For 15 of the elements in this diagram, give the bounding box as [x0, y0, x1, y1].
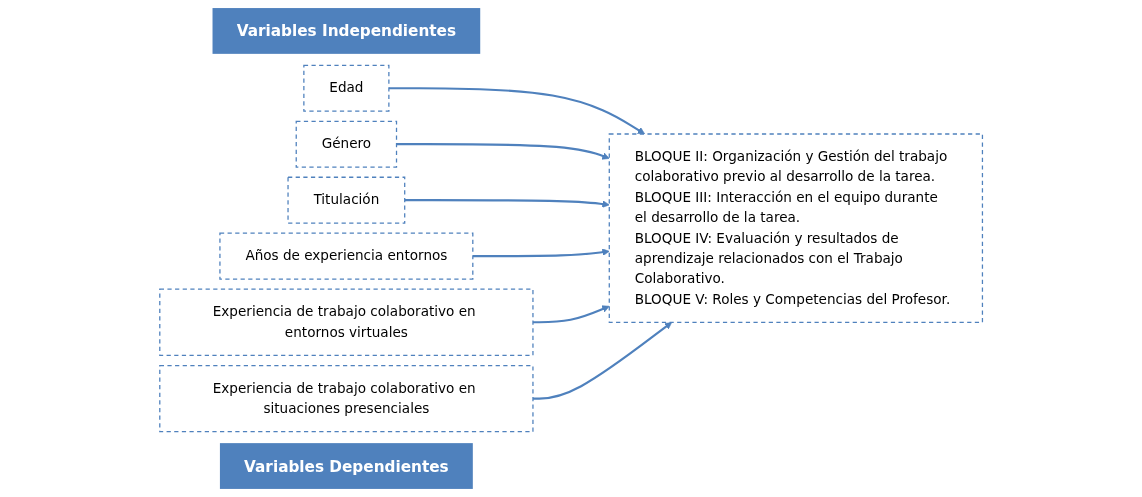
arrow — [532, 321, 672, 400]
arrow — [388, 87, 645, 135]
node-box: Experiencia de trabajo colaborativo en entornos virtuales — [159, 288, 534, 356]
node-box: Titulación — [287, 176, 406, 224]
node-box: Años de experiencia entornos — [219, 232, 474, 280]
arrow — [472, 248, 610, 258]
node-box: BLOQUE II: Organización y Gestión del trabajo colaborativo previo al desarrollo de la tarea. BLOQUE III: Interacción en el equipo durante el desarrollo de la tarea. BLOQUE IV: Evaluación y resultados de aprendizaje relacionados con el Trabajo Colaborativo. BLOQUE V: Roles y Competencias del Profesor. — [608, 133, 983, 323]
node-box: Género — [295, 120, 398, 168]
arrow — [404, 199, 610, 208]
node-box: Variables Independientes — [209, 5, 483, 57]
node-box: Edad — [303, 64, 390, 112]
arrow — [532, 305, 610, 324]
arrow — [396, 143, 610, 160]
node-box: Experiencia de trabajo colaborativo en situaciones presenciales — [159, 364, 534, 433]
node-box: Variables Dependientes — [217, 440, 476, 492]
